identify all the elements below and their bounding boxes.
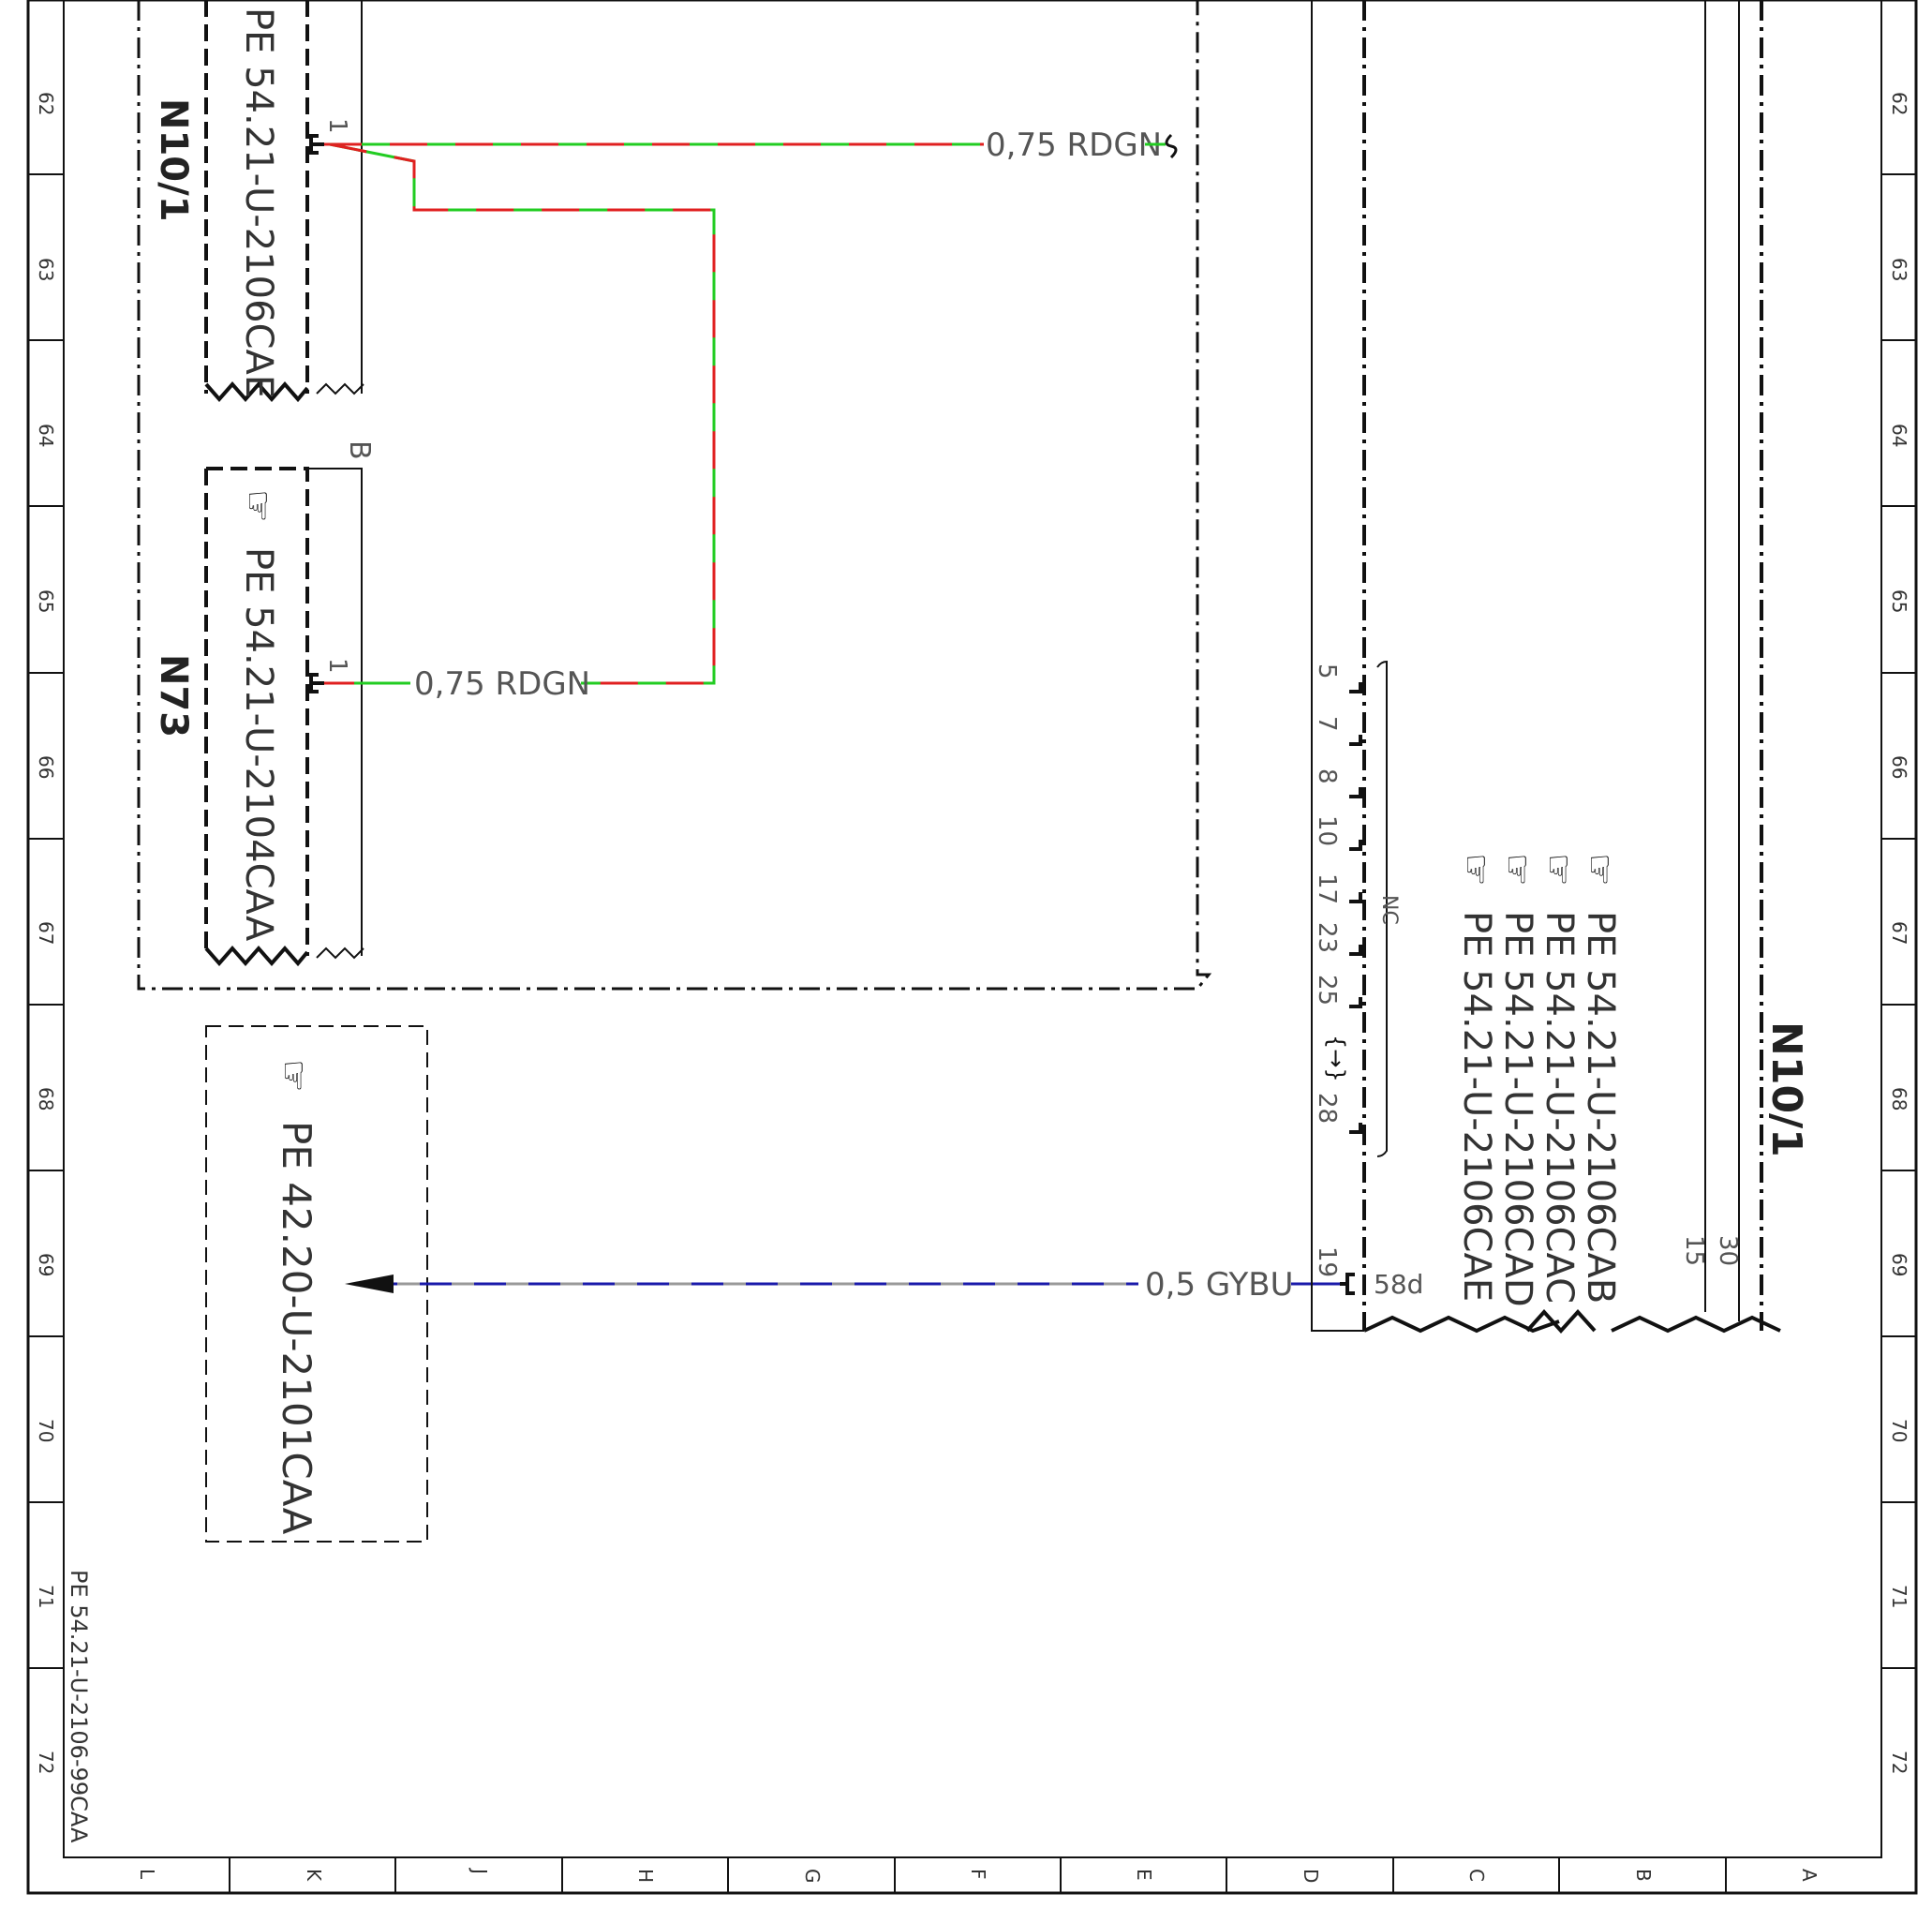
pin-number: 8 <box>1313 768 1341 784</box>
drawing-frame <box>26 0 1918 1895</box>
n73-ref: PE 54.21-U-2104CAA <box>237 547 280 942</box>
wire-label: 0,75 RDGN <box>986 127 1162 164</box>
row-label: 63 <box>35 258 57 281</box>
pointing-hand-icon: ☞ <box>1496 853 1538 887</box>
pin-number: 28 <box>1313 1093 1341 1124</box>
pointing-hand-icon: ☞ <box>1455 853 1497 887</box>
row-label: 68 <box>35 1087 57 1111</box>
arrow-head <box>345 1275 394 1293</box>
row-label: 70 <box>35 1419 57 1442</box>
row-label: 72 <box>35 1751 57 1774</box>
row-label: 67 <box>1888 921 1910 945</box>
n73-connector-letter: B <box>343 440 376 460</box>
row-labels-right: 62 63 64 65 66 67 68 69 70 71 72 <box>1888 92 1910 1774</box>
row-label: 62 <box>1888 92 1910 115</box>
n10-1-right-name: N10/1 <box>1762 1021 1810 1157</box>
pin-ticks <box>1349 682 1362 1134</box>
pin-terminal <box>309 673 324 693</box>
row-label: 69 <box>35 1253 57 1276</box>
row-label: 69 <box>1888 1253 1910 1276</box>
wire-rdgn-1: 0,75 RDGN <box>324 127 1178 164</box>
row-label: 71 <box>35 1585 57 1608</box>
break-symbol <box>1165 133 1178 159</box>
row-label: 68 <box>1888 1087 1910 1111</box>
wire-label: 0,75 RDGN <box>414 665 590 703</box>
wire-gybu: 0,5 GYBU <box>345 1266 1342 1304</box>
pin-number: 5 <box>1313 663 1341 679</box>
n10-1-right-ref: PE 54.21-U-2106CAD <box>1496 911 1539 1307</box>
pointing-hand-icon: ☞ <box>273 1059 315 1093</box>
column-label: G <box>801 1869 824 1884</box>
pin-terminal <box>309 134 324 155</box>
row-label: 65 <box>1888 589 1910 613</box>
nc-bracket <box>1376 660 1388 1157</box>
pointing-hand-icon: ☞ <box>237 489 279 523</box>
n10-1-right-assembly: N10/1 ☞ PE 54.21-U-2106CAB ☞ PE 54.21-U-… <box>1311 0 1810 1334</box>
n10-1-left-ref: PE 54.21-U-2106CAE <box>237 7 280 398</box>
n10-1-right-ref: PE 54.21-U-2106CAC <box>1538 911 1581 1304</box>
assembly-boundary-left <box>137 0 1212 991</box>
column-grid-lines <box>229 1857 1727 1893</box>
nc-label: NC <box>1377 895 1401 925</box>
column-label: F <box>967 1869 989 1880</box>
column-label: E <box>1133 1869 1155 1881</box>
pin-number: 19 <box>1313 1246 1341 1277</box>
row-label: 66 <box>35 755 57 779</box>
row-grid-lines <box>28 173 1916 1669</box>
pin-number: 10 <box>1313 815 1341 846</box>
column-label: B <box>1632 1869 1655 1882</box>
n10-1-left-name: N10/1 <box>152 98 195 222</box>
row-label: 70 <box>1888 1419 1910 1442</box>
wire-label: 0,5 GYBU <box>1145 1266 1294 1304</box>
pin-terminal <box>1340 1273 1355 1295</box>
row-label: 71 <box>1888 1585 1910 1608</box>
row-label: 63 <box>1888 258 1910 281</box>
row-label: 64 <box>35 424 57 447</box>
drawing-id: PE 54.21-U-2106-99CAA <box>66 1570 92 1843</box>
pin-number: 17 <box>1313 873 1341 904</box>
n10-1-right-ref: PE 54.21-U-2106CAE <box>1455 911 1498 1302</box>
pin-number: 25 <box>1313 975 1341 1006</box>
row-label: 67 <box>35 921 57 945</box>
row-label: 64 <box>1888 424 1910 447</box>
pin-signal: 58d <box>1374 1269 1423 1300</box>
pin-number: 30 <box>1714 1235 1742 1266</box>
row-label: 62 <box>35 92 57 115</box>
row-label: 66 <box>1888 755 1910 779</box>
break-arrow-icon: {→} <box>1323 1035 1349 1082</box>
column-label: A <box>1798 1869 1821 1882</box>
row-label: 65 <box>35 589 57 613</box>
pin-number: 23 <box>1313 922 1341 953</box>
row-labels-left: 62 63 64 65 66 67 68 69 70 71 72 <box>35 92 57 1774</box>
column-label: L <box>136 1869 158 1880</box>
pointing-hand-icon: ☞ <box>1538 853 1580 887</box>
column-label: C <box>1465 1869 1488 1882</box>
break-line <box>1363 1309 1781 1334</box>
n10-1-left-connector: PE 54.21-U-2106CAE N10/1 1 <box>152 0 364 403</box>
reference-box: ☞ PE 42.20-U-2101CAA <box>205 1025 428 1543</box>
pointing-hand-icon: ☞ <box>1579 853 1621 887</box>
pin-number: 7 <box>1313 716 1341 732</box>
n73-connector: B ☞ PE 54.21-U-2104CAA N73 1 <box>152 440 376 967</box>
n10-1-right-ref: PE 54.21-U-2106CAB <box>1579 911 1622 1304</box>
row-label: 72 <box>1888 1751 1910 1774</box>
n73-pin: 1 <box>323 658 351 674</box>
reference-box-ref: PE 42.20-U-2101CAA <box>274 1121 320 1535</box>
wire-rdgn-2: 0,75 RDGN <box>324 142 716 703</box>
column-label: J <box>468 1867 491 1874</box>
n73-name: N73 <box>152 654 195 738</box>
column-labels: L K J H G F E D C B A <box>136 1867 1821 1884</box>
column-label: K <box>303 1869 325 1882</box>
column-label: H <box>634 1869 657 1883</box>
n10-1-left-pin: 1 <box>323 118 351 134</box>
pin-number: 15 <box>1680 1235 1708 1266</box>
column-label: D <box>1300 1869 1322 1883</box>
